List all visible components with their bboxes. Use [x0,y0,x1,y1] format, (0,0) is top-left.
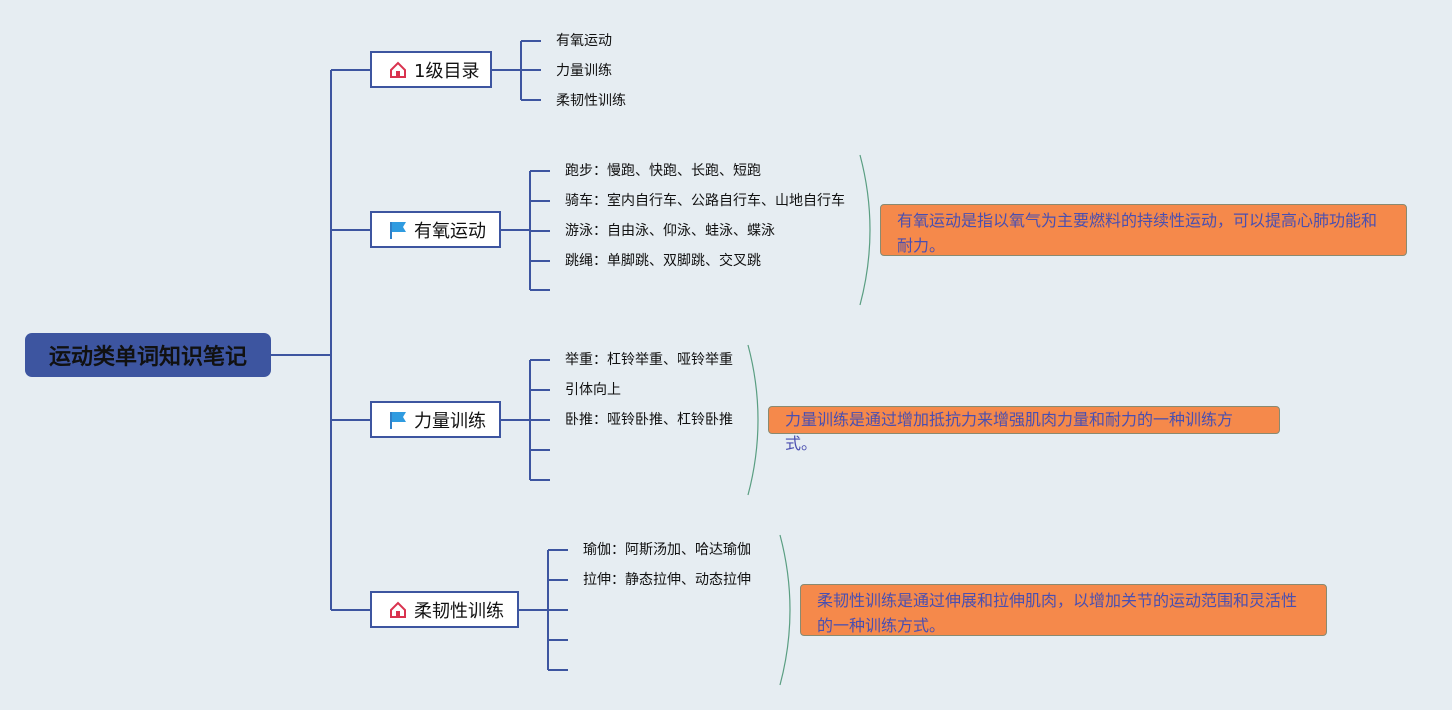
topic-label: 有氧运动 [414,220,486,242]
subtopic[interactable]: 柔韧性训练 [556,93,626,109]
central-topic-label: 运动类单词知识笔记 [48,345,247,370]
house-icon [388,59,410,81]
topic-力量训练[interactable]: 力量训练 [370,401,501,438]
topic-有氧运动[interactable]: 有氧运动 [370,211,501,248]
summary-bracket-4 [779,534,791,686]
flag-icon [388,219,410,241]
subtopic[interactable]: 跳绳：单脚跳、双脚跳、交叉跳 [565,253,761,269]
topic-柔韧性训练[interactable]: 柔韧性训练 [370,591,519,628]
subtopic[interactable]: 拉伸：静态拉伸、动态拉伸 [583,572,751,588]
subtopic[interactable]: 游泳：自由泳、仰泳、蛙泳、蝶泳 [565,223,775,239]
topic-3-connectors [500,359,550,481]
note-text: 柔韧性训练是通过伸展和拉伸肌肉，以增加关节的运动范围和灵活性的一种训练方式。 [817,591,1298,635]
subtopic[interactable]: 骑车：室内自行车、公路自行车、山地自行车 [565,193,845,209]
central-topic[interactable]: 运动类单词知识笔记 [25,333,271,377]
summary-bracket-3 [747,344,759,496]
note-text: 力量训练是通过增加抵抗力来增强肌肉力量和耐力的一种训练方式。 [785,410,1234,453]
topic-label: 1级目录 [414,60,480,82]
summary-note[interactable]: 有氧运动是指以氧气为主要燃料的持续性运动，可以提高心肺功能和耐力。 [880,204,1407,256]
flag-icon [388,409,410,431]
topic-1级目录[interactable]: 1级目录 [370,51,492,88]
summary-bracket-2 [859,154,871,306]
topic-label: 力量训练 [414,410,486,432]
subtopic[interactable]: 力量训练 [556,63,612,79]
subtopic[interactable]: 引体向上 [565,382,621,398]
subtopic[interactable]: 卧推：哑铃卧推、杠铃卧推 [565,412,733,428]
house-icon [388,599,410,621]
topic-4-connectors [518,549,568,671]
subtopic[interactable]: 举重：杠铃举重、哑铃举重 [565,352,733,368]
topic-1-connectors [491,40,541,101]
summary-note[interactable]: 柔韧性训练是通过伸展和拉伸肌肉，以增加关节的运动范围和灵活性的一种训练方式。 [800,584,1327,636]
subtopic[interactable]: 瑜伽：阿斯汤加、哈达瑜伽 [583,542,751,558]
note-text: 有氧运动是指以氧气为主要燃料的持续性运动，可以提高心肺功能和耐力。 [897,211,1378,255]
topic-label: 柔韧性训练 [414,600,504,622]
subtopic[interactable]: 有氧运动 [556,33,612,49]
subtopic[interactable]: 跑步：慢跑、快跑、长跑、短跑 [565,163,761,179]
summary-note[interactable]: 力量训练是通过增加抵抗力来增强肌肉力量和耐力的一种训练方式。 [768,406,1280,453]
topic-2-connectors [500,170,550,291]
